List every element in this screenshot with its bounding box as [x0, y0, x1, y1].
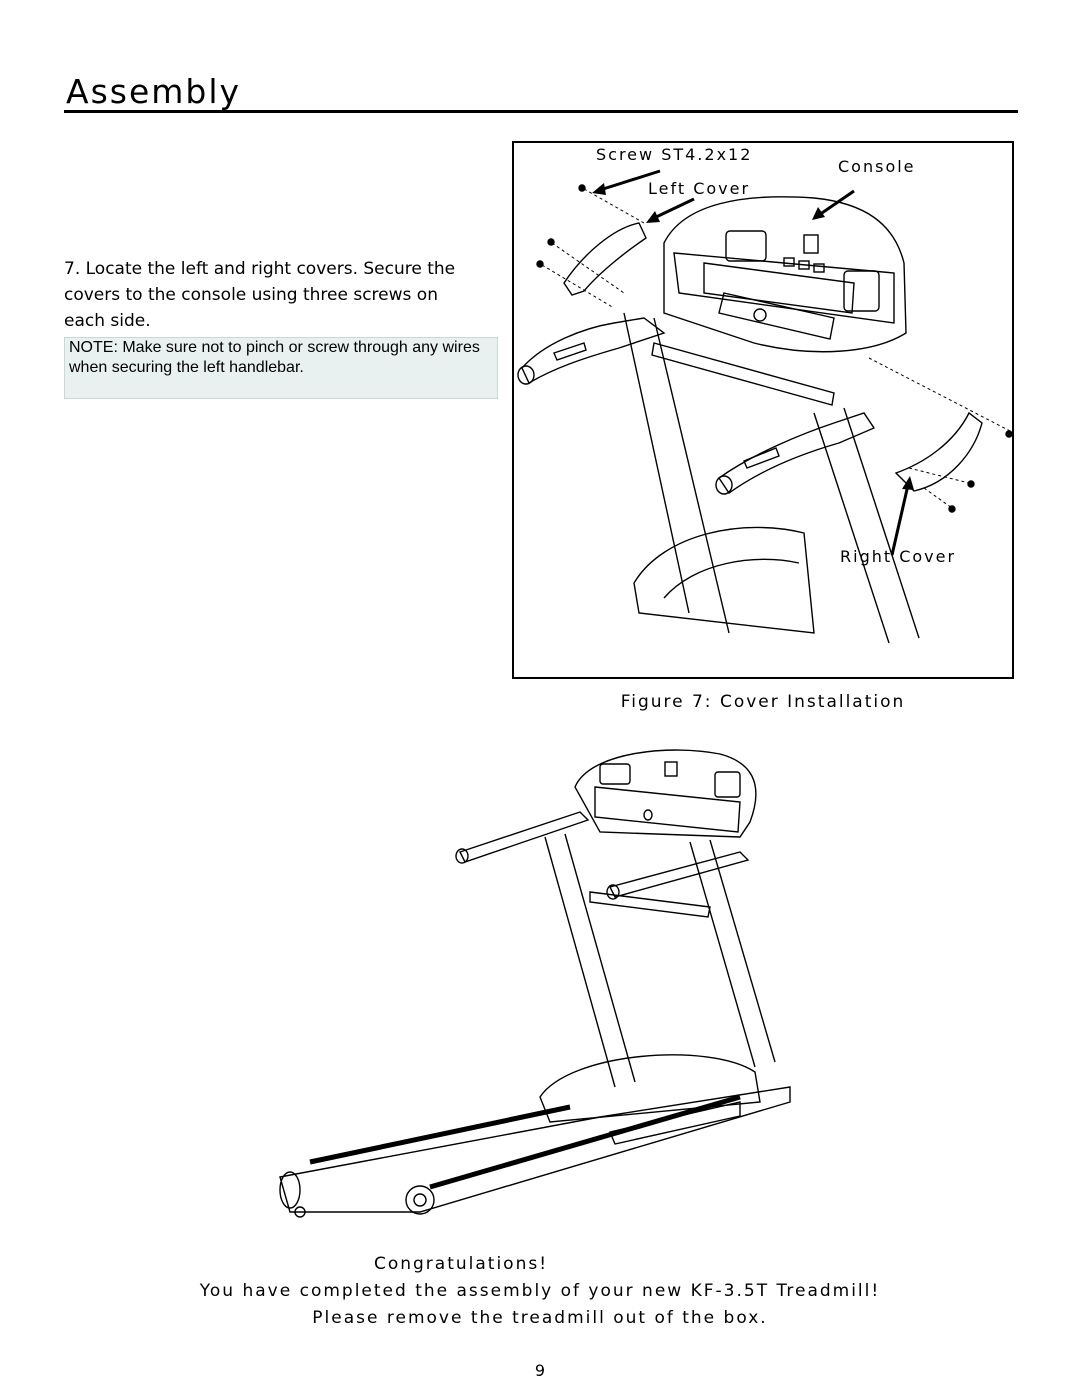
- label-left-cover: Left Cover: [648, 179, 751, 198]
- treadmill-deck: [279, 1086, 791, 1213]
- right-handlebar: [718, 412, 876, 494]
- step-7-instruction: 7. Locate the left and right covers. Sec…: [64, 259, 456, 331]
- note-box: NOTE: Make sure not to pinch or screw th…: [64, 337, 498, 399]
- page-number: 9: [534, 1361, 546, 1380]
- figure-cover-installation: Screw ST4.2x12 Console Left Cover Right …: [512, 141, 1014, 679]
- upright-left: [623, 312, 730, 634]
- page-title: Assembly: [66, 72, 242, 111]
- closing-line-1: You have completed the assembly of your …: [199, 1281, 881, 1301]
- right-handlebar: [608, 851, 750, 898]
- right-cover-part: [894, 411, 983, 492]
- console-body: [574, 749, 757, 838]
- left-handlebar: [521, 317, 666, 384]
- left-cover-part: [563, 222, 647, 296]
- label-console: Console: [838, 157, 916, 176]
- motor-hood: [633, 526, 815, 634]
- left-handlebar: [459, 811, 590, 863]
- motor-hood: [539, 1054, 761, 1123]
- cover-installation-drawing: [517, 169, 1012, 644]
- congratulations-heading: Congratulations!: [0, 1254, 1080, 1274]
- upright-right: [813, 407, 920, 644]
- console-body: [663, 196, 907, 353]
- figure-caption: Figure 7: Cover Installation: [620, 692, 906, 712]
- label-screw: Screw ST4.2x12: [596, 145, 753, 164]
- closing-line-2: Please remove the treadmill out of the b…: [312, 1308, 768, 1328]
- title-rule: [64, 110, 1018, 113]
- assembled-treadmill-illustration: [270, 742, 810, 1224]
- congrats-text: Congratulations!: [373, 1254, 549, 1274]
- label-right-cover: Right Cover: [840, 547, 957, 566]
